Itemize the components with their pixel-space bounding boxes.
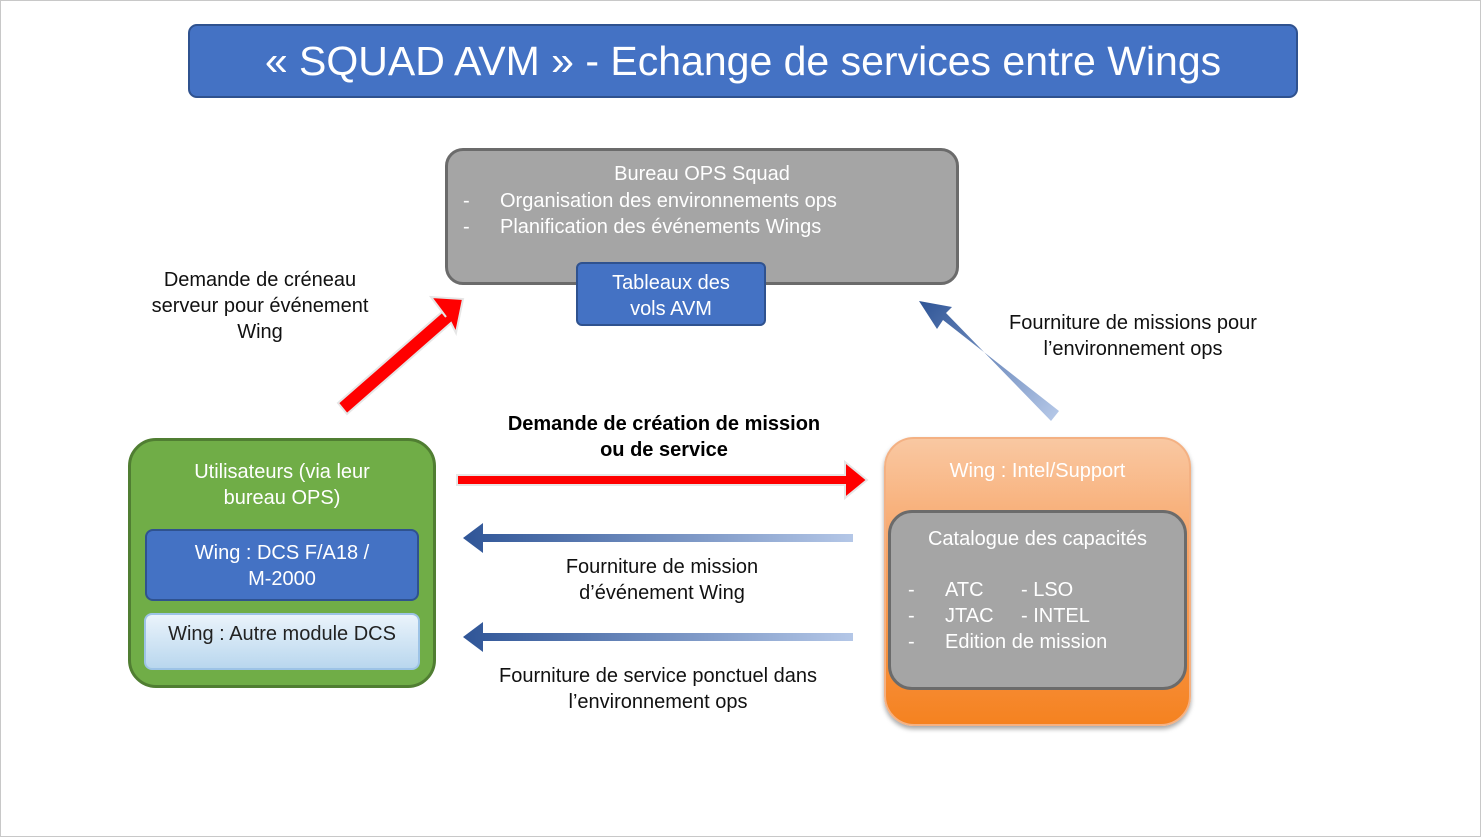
catalog-item: - Edition de mission (908, 631, 1107, 654)
label-fourniture-service: Fourniture de service ponctuel dans l’en… (473, 663, 843, 715)
bullet-dash: - (908, 579, 915, 601)
catalog-item-a: ATC (945, 579, 984, 601)
catalog-item-b: - INTEL (1021, 605, 1090, 627)
bullet-dash: - (463, 190, 470, 212)
wing-other-label: Wing : Autre module DCS (168, 623, 396, 645)
title-banner: « SQUAD AVM » - Echange de services entr… (188, 24, 1298, 98)
tableaux-vols-box: Tableaux des vols AVM (576, 262, 766, 326)
page-title: « SQUAD AVM » - Echange de services entr… (264, 37, 1222, 84)
users-title: Utilisateurs (via leur bureau OPS) (131, 459, 433, 511)
bullet-dash: - (908, 605, 915, 627)
label-line: l’environnement ops (568, 691, 748, 713)
wing-dcs-line: M-2000 (248, 568, 316, 590)
label-demande-creation: Demande de création de mission ou de ser… (485, 411, 843, 463)
bureau-item-text: Planification des événements Wings (500, 216, 822, 238)
label-line: Demande de création de mission (507, 413, 821, 435)
catalog-item: - JTAC - INTEL (908, 605, 1090, 628)
label-line: Wing (237, 321, 283, 343)
users-title-line: Utilisateurs (via leur (194, 461, 370, 483)
request-slot-arrow (336, 295, 465, 416)
bullet-dash: - (463, 216, 470, 238)
catalog-title: Catalogue des capacités (927, 528, 1148, 550)
request-creation-arrow (456, 459, 869, 501)
wing-dcs-box: Wing : DCS F/A18 / M-2000 (145, 529, 419, 601)
label-line: l’environnement ops (1043, 338, 1223, 360)
supply-service-arrow (463, 622, 853, 652)
wing-dcs-line: Wing : DCS F/A18 / (194, 542, 370, 564)
supply-mission-event-arrow (463, 523, 853, 553)
label-line: Fourniture de mission (565, 556, 759, 578)
wing-other-box: Wing : Autre module DCS (144, 613, 420, 670)
bullet-dash: - (908, 631, 915, 653)
tableaux-line: vols AVM (630, 298, 712, 320)
label-fourniture-mission-event: Fourniture de mission d’événement Wing (531, 554, 793, 606)
bureau-item: - Organisation des environnements ops (463, 190, 837, 213)
bureau-item: - Planification des événements Wings (463, 216, 821, 239)
tableaux-line: Tableaux des (612, 272, 730, 294)
label-line: serveur pour événement (151, 295, 369, 317)
label-line: Fourniture de service ponctuel dans (499, 665, 817, 687)
catalog-item-a: Edition de mission (945, 631, 1108, 653)
supply-missions-arrow (919, 301, 1059, 421)
label-line: d’événement Wing (579, 582, 745, 604)
intel-title: Wing : Intel/Support (949, 460, 1126, 482)
catalog-item: - ATC - LSO (908, 579, 1073, 602)
bureau-title: Bureau OPS Squad (614, 163, 790, 185)
catalog-box: Catalogue des capacités -ATC- LSO -JTAC-… (888, 510, 1187, 690)
label-fourniture-missions: Fourniture de missions pour l’environnem… (991, 310, 1275, 362)
label-line: Fourniture de missions pour (1009, 312, 1257, 334)
users-title-line: bureau OPS) (223, 487, 341, 509)
bureau-item-text: Organisation des environnements ops (500, 190, 837, 212)
catalog-item-a: JTAC (945, 605, 994, 627)
label-line: ou de service (600, 439, 728, 461)
catalog-item-b: - LSO (1021, 579, 1074, 601)
label-demande-creneau: Demande de créneau serveur pour événemen… (139, 267, 381, 345)
label-line: Demande de créneau (163, 269, 357, 291)
